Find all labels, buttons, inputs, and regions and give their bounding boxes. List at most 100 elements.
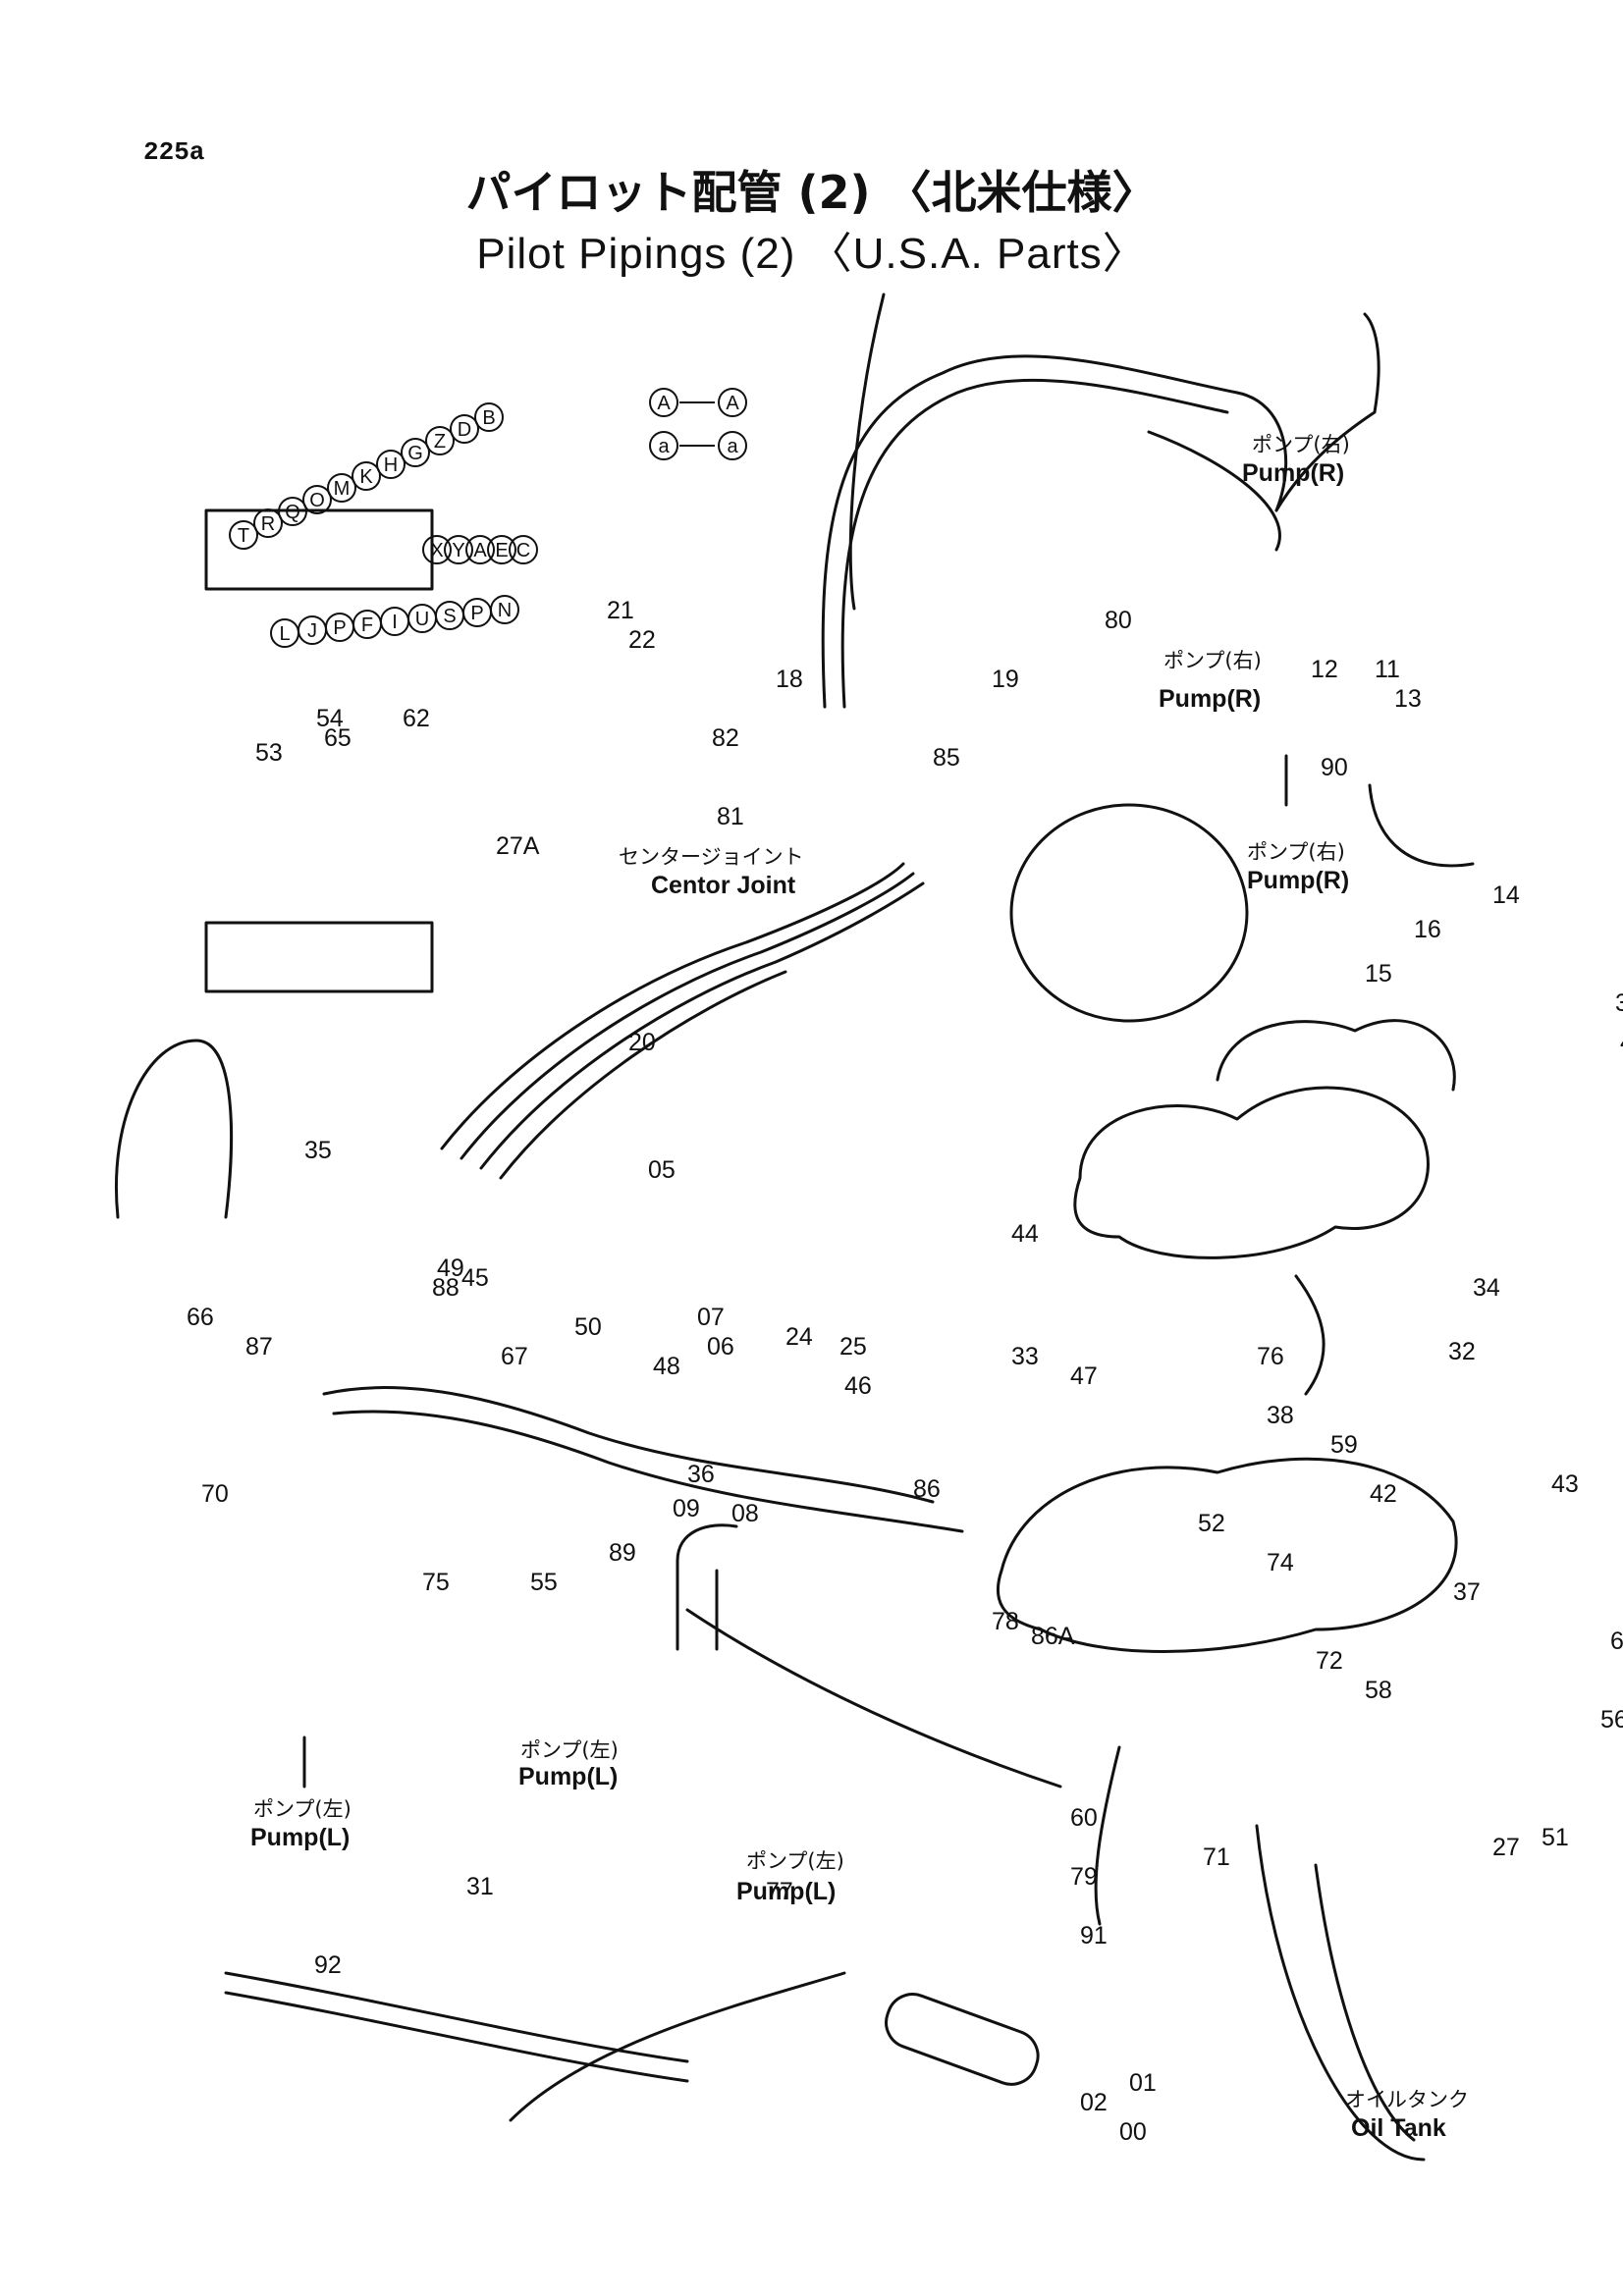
port-letter: H bbox=[384, 454, 398, 476]
pipe-bottom-frame-2 bbox=[224, 1991, 689, 2083]
note-pump-l-jp: ポンプ(左) bbox=[520, 1738, 619, 1762]
part-callout-19: 19 bbox=[992, 666, 1019, 693]
port-circle bbox=[509, 535, 538, 564]
part-callout-25: 25 bbox=[839, 1333, 867, 1361]
hose-91 bbox=[115, 1039, 234, 1219]
part-callout-89: 89 bbox=[609, 1539, 636, 1567]
part-callout-67: 67 bbox=[501, 1343, 528, 1370]
part-callout-65: 65 bbox=[324, 724, 352, 752]
port-letter: X bbox=[430, 540, 443, 561]
port-letter: F bbox=[361, 614, 373, 636]
part-callout-15: 15 bbox=[1365, 960, 1392, 988]
port-circle bbox=[487, 535, 516, 564]
port-circle bbox=[278, 497, 307, 526]
port-letter: N bbox=[498, 600, 512, 621]
port-letter: S bbox=[443, 606, 456, 627]
port-circle bbox=[718, 431, 747, 460]
part-callout-50: 50 bbox=[574, 1313, 602, 1341]
port-circle bbox=[474, 402, 504, 432]
pipe-top-loop bbox=[821, 354, 1288, 709]
part-callout-12: 12 bbox=[1311, 656, 1338, 683]
part-callout-66: 66 bbox=[187, 1304, 214, 1331]
part-callout-06: 06 bbox=[707, 1333, 734, 1361]
part-callout-92: 92 bbox=[314, 1951, 342, 1979]
part-callout-18: 18 bbox=[776, 666, 803, 693]
port-letter: G bbox=[407, 443, 423, 464]
port-circle bbox=[302, 485, 332, 514]
part-callout-27A: 27A bbox=[496, 832, 540, 860]
note-center-joint-jp: センタージョイント bbox=[619, 845, 804, 869]
pipe-bundle-3 bbox=[479, 881, 925, 1170]
part-callout-43: 43 bbox=[1551, 1470, 1579, 1498]
part-callout-22: 22 bbox=[628, 626, 656, 654]
port-letter: a bbox=[658, 436, 670, 457]
pipe-bundle-1 bbox=[440, 862, 905, 1150]
pipe-bottom-frame bbox=[224, 1971, 689, 2063]
oil-tank-line bbox=[1314, 1863, 1416, 2142]
port-circle bbox=[327, 473, 356, 503]
part-callout-13: 13 bbox=[1394, 685, 1422, 713]
part-callout-58: 58 bbox=[1365, 1677, 1392, 1704]
port-letter: C bbox=[516, 540, 530, 561]
pipe-long-82 bbox=[685, 1608, 1062, 1789]
part-callout-51: 51 bbox=[1542, 1824, 1569, 1851]
part-callout-00: 00 bbox=[1119, 2118, 1147, 2146]
note-oil-tank-jp: オイルタンク bbox=[1345, 2088, 1469, 2111]
port-letter: K bbox=[359, 466, 373, 488]
part-callout-37: 37 bbox=[1453, 1578, 1481, 1606]
part-callout-35: 35 bbox=[304, 1137, 332, 1164]
part-callout-32: 32 bbox=[1448, 1338, 1476, 1365]
part-callout-05: 05 bbox=[648, 1156, 676, 1184]
port-circle bbox=[425, 426, 455, 455]
part-callout-21: 21 bbox=[607, 597, 634, 624]
part-callout-79: 79 bbox=[1070, 1863, 1098, 1891]
part-callout-70: 70 bbox=[201, 1480, 229, 1508]
part-callout-88: 88 bbox=[432, 1274, 460, 1302]
port-letter: P bbox=[333, 617, 346, 639]
part-callout-48: 48 bbox=[653, 1353, 680, 1380]
hose-49 bbox=[509, 1971, 846, 2122]
note-pump-r-en: Pump(R) bbox=[1242, 459, 1344, 487]
part-callout-56: 56 bbox=[1600, 1706, 1623, 1734]
part-callout-33: 33 bbox=[1011, 1343, 1039, 1370]
control-valve-cloud bbox=[1073, 1086, 1430, 1259]
page-number: 225a bbox=[143, 137, 205, 167]
port-letter: M bbox=[334, 478, 351, 500]
port-letter: Y bbox=[452, 540, 464, 561]
part-callout-76: 76 bbox=[1257, 1343, 1284, 1370]
part-callout-74: 74 bbox=[1267, 1549, 1294, 1576]
part-callout-36: 36 bbox=[687, 1461, 715, 1488]
note-pump-l-jp-3: ポンプ(左) bbox=[746, 1849, 844, 1873]
note-pump-l-jp-2: ポンプ(左) bbox=[253, 1797, 352, 1821]
part-callout-86A: 86A bbox=[1031, 1623, 1075, 1650]
part-callout-90: 90 bbox=[1321, 754, 1348, 781]
note-pump-r-jp: ポンプ(右) bbox=[1252, 433, 1350, 456]
part-callout-45: 45 bbox=[461, 1264, 489, 1292]
note-pump-r-jp-2: ポンプ(右) bbox=[1163, 649, 1262, 672]
page-title-english: Pilot Pipings (2) 〈U.S.A. Parts〉 bbox=[476, 230, 1147, 278]
oil-tank-line-2 bbox=[1255, 1824, 1426, 2162]
part-callout-07: 07 bbox=[697, 1304, 725, 1331]
pipe-bundle-2 bbox=[460, 872, 915, 1160]
control-valve-lower bbox=[996, 1457, 1458, 1653]
part-callout-61: 61 bbox=[1610, 1628, 1623, 1655]
part-callout-02: 02 bbox=[1080, 2089, 1108, 2116]
arrow-curved bbox=[1294, 1274, 1325, 1396]
port-circle bbox=[401, 438, 430, 467]
pipe-top-right bbox=[1147, 430, 1281, 552]
part-callout-24: 24 bbox=[785, 1323, 813, 1351]
part-callout-31: 31 bbox=[466, 1873, 494, 1900]
part-callout-91: 91 bbox=[1080, 1922, 1108, 1949]
part-callout-85: 85 bbox=[933, 744, 960, 772]
part-callout-53: 53 bbox=[255, 739, 283, 767]
page-title-japanese: パイロット配管 (2) 〈北米仕様〉 bbox=[465, 166, 1158, 219]
part-callout-39: 39 bbox=[1615, 989, 1623, 1017]
part-callout-78: 78 bbox=[992, 1608, 1019, 1635]
part-callout-14: 14 bbox=[1492, 881, 1520, 909]
port-letter: A bbox=[726, 393, 739, 414]
part-callout-71: 71 bbox=[1203, 1843, 1230, 1871]
part-callout-20: 20 bbox=[628, 1029, 656, 1056]
part-callout-87: 87 bbox=[245, 1333, 273, 1361]
